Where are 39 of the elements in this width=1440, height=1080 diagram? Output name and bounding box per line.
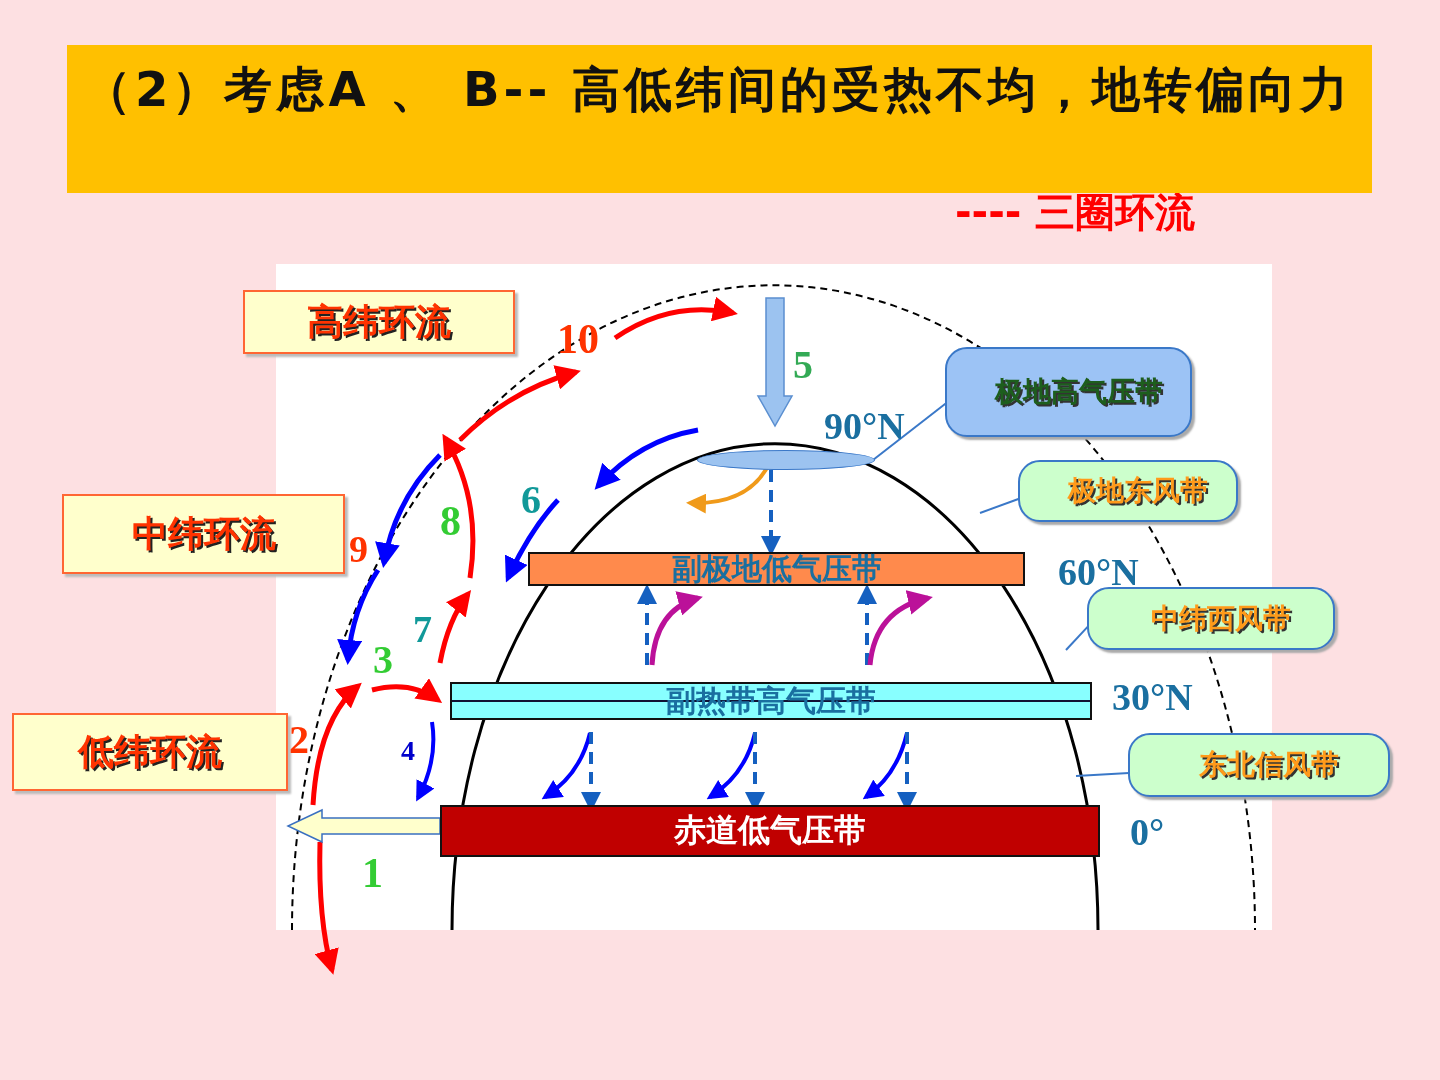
- callout-text: 中纬西风带: [1151, 600, 1291, 637]
- leader-line: [872, 402, 947, 461]
- subtitle: ---- 三圈环流: [955, 192, 1196, 232]
- callout-text: 极地高气压带: [994, 374, 1163, 410]
- callout-number: 1: [362, 852, 383, 894]
- band-label: 赤道低气压带: [674, 810, 866, 851]
- callout-number: 7: [413, 610, 432, 648]
- circulation-box: [243, 290, 515, 354]
- callout-number: 10: [557, 318, 599, 360]
- leader-line: [979, 497, 1020, 514]
- callout-number: 4: [401, 737, 415, 765]
- callout-bubble: [1087, 587, 1335, 650]
- latitude-label: 90°N: [824, 407, 905, 445]
- circulation-label: 高纬环流: [307, 299, 451, 344]
- callout-bubble: [1018, 460, 1238, 522]
- pressure-band: [528, 552, 1025, 586]
- latitude-label: 0°: [1130, 813, 1165, 851]
- band-label: 副极地低气压带: [671, 549, 882, 588]
- callout-bubble: [945, 347, 1192, 437]
- callout-bubble: [1128, 733, 1390, 797]
- pressure-band: [440, 805, 1100, 857]
- leader-line: [1075, 772, 1130, 777]
- circulation-label: 低纬环流: [78, 729, 222, 774]
- callout-number: 9: [349, 530, 368, 568]
- circulation-label: 中纬环流: [131, 511, 276, 556]
- circulation-box: [12, 713, 288, 791]
- callout-number: 8: [440, 500, 461, 542]
- callout-number: 2: [289, 720, 309, 760]
- callout-text: 极地东风带: [1068, 473, 1208, 509]
- block-arrow: [286, 808, 441, 844]
- circulation-box: [62, 494, 345, 574]
- latitude-label: 30°N: [1112, 678, 1193, 716]
- callout-number: 5: [793, 345, 813, 385]
- latitude-label: 60°N: [1058, 553, 1139, 591]
- title: （2）考虑A 、 B-- 高低纬间的受热不均，地转偏向力: [83, 61, 1353, 117]
- leader-line: [1065, 625, 1089, 651]
- callout-number: 3: [373, 640, 393, 680]
- callout-text: 东北信风带: [1199, 747, 1339, 783]
- callout-number: 6: [521, 480, 541, 520]
